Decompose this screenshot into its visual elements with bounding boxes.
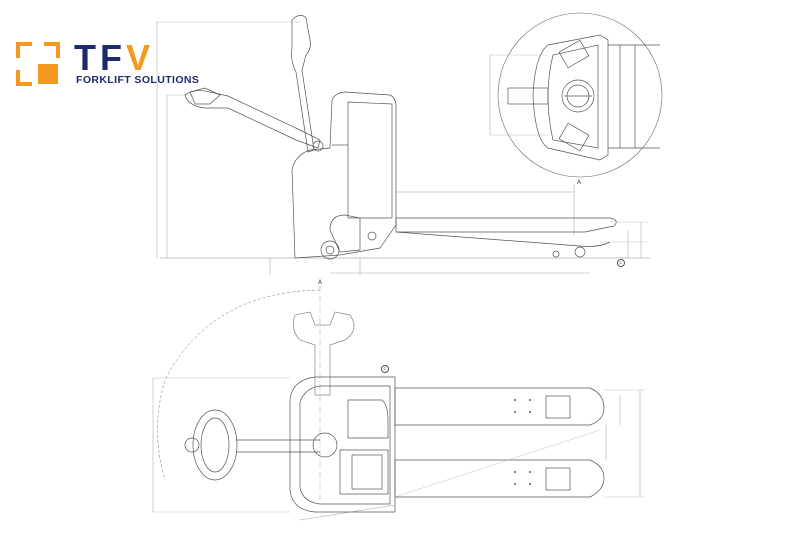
side-view [156,15,650,275]
brand-logo-mark-icon [16,42,60,86]
plan-view [152,285,645,521]
brand-name-part2: V [125,37,154,78]
brand-wordmark: TFV [74,40,154,76]
detail-label-a: A [577,180,582,186]
section-marker-a-plan: A [318,280,323,286]
brand-logo: TFV FORKLIFT SOLUTIONS [14,40,214,90]
circled-mark-side: C [617,259,625,267]
brand-tagline: FORKLIFT SOLUTIONS [76,74,200,86]
brand-name-part1: TF [74,37,126,78]
detail-view-a [489,12,663,178]
circled-mark-plan: C [381,365,389,373]
